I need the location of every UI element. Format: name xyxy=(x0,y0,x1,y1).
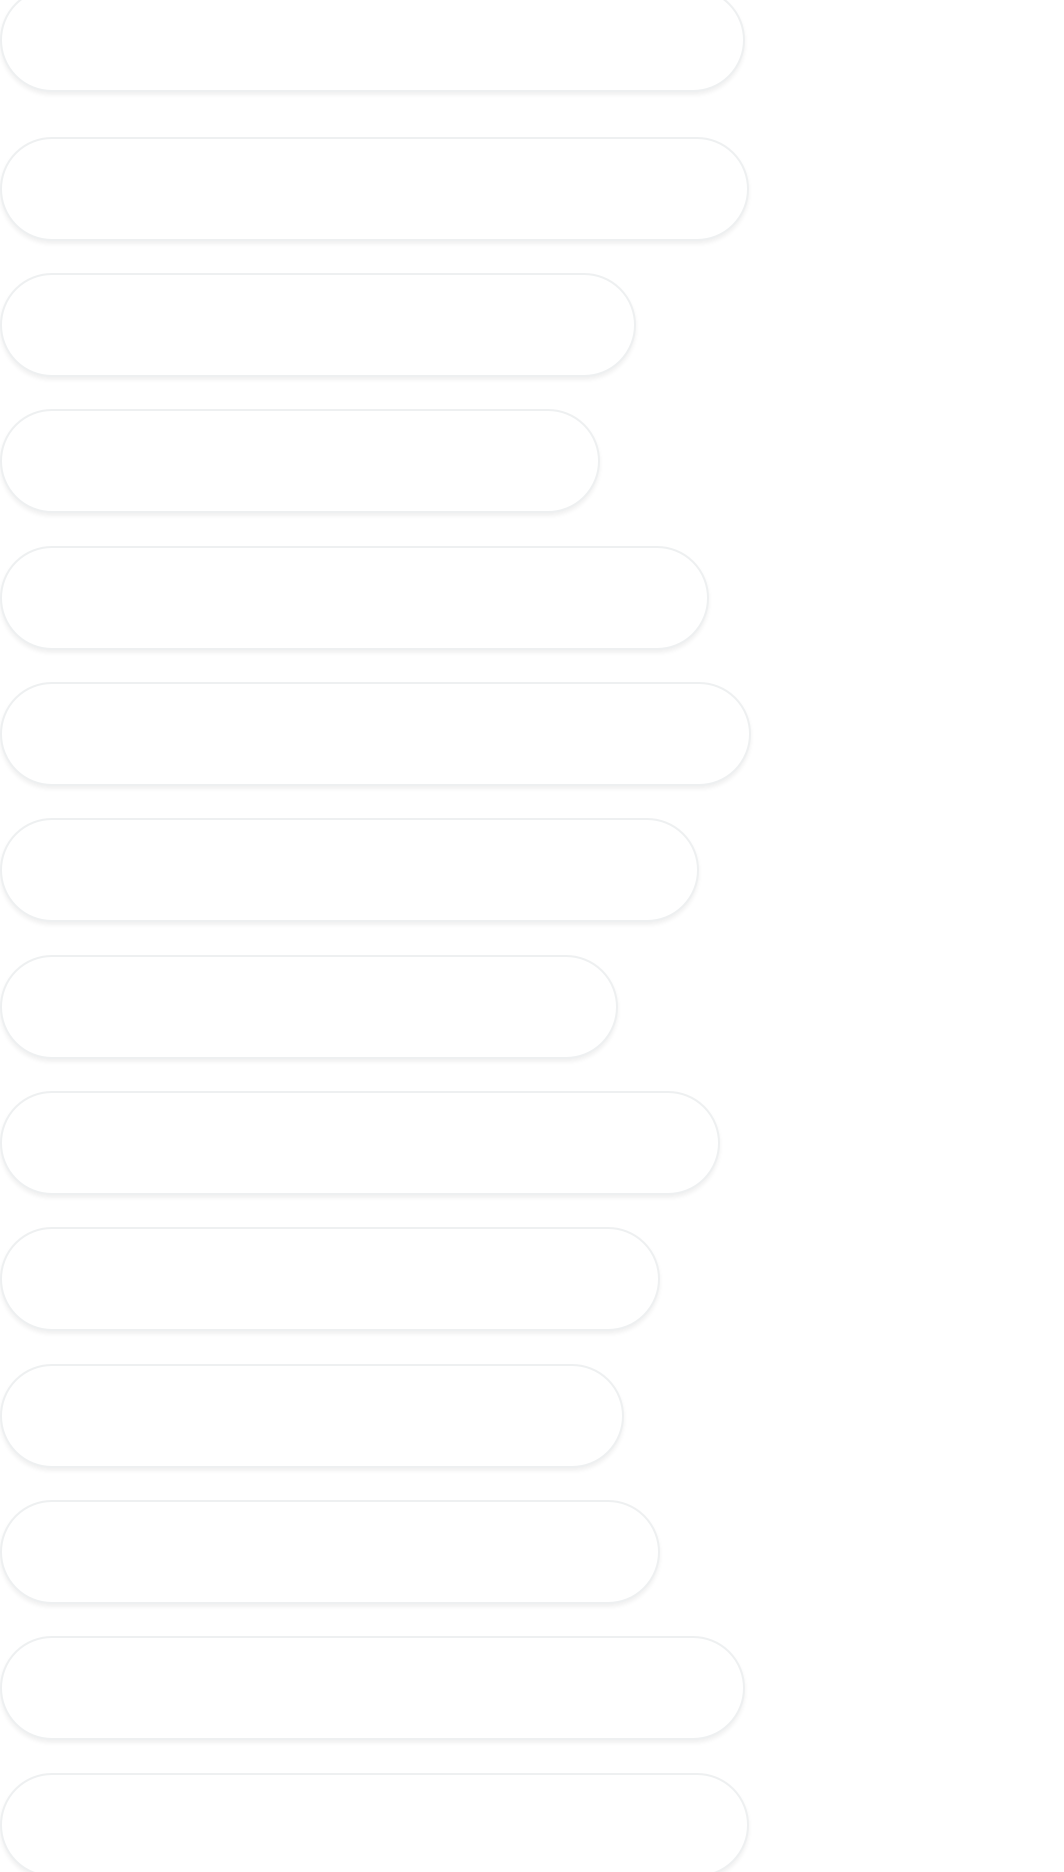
suggestion-chip[interactable] xyxy=(0,1364,624,1468)
suggestion-chip[interactable] xyxy=(0,1636,745,1740)
suggestion-chip[interactable] xyxy=(0,546,709,650)
suggestion-chip[interactable] xyxy=(0,818,699,922)
suggestion-chip[interactable] xyxy=(0,273,636,377)
suggestion-chip[interactable] xyxy=(0,955,618,1059)
suggestion-chip[interactable] xyxy=(0,1773,749,1872)
suggestion-chip[interactable] xyxy=(0,409,600,513)
suggestion-chip[interactable] xyxy=(0,1091,720,1195)
suggestion-chip[interactable] xyxy=(0,682,751,786)
suggestion-chip[interactable] xyxy=(0,1500,660,1604)
suggestion-chip[interactable] xyxy=(0,1227,660,1331)
suggestion-chip[interactable] xyxy=(0,0,745,92)
suggestion-chip[interactable] xyxy=(0,137,749,241)
